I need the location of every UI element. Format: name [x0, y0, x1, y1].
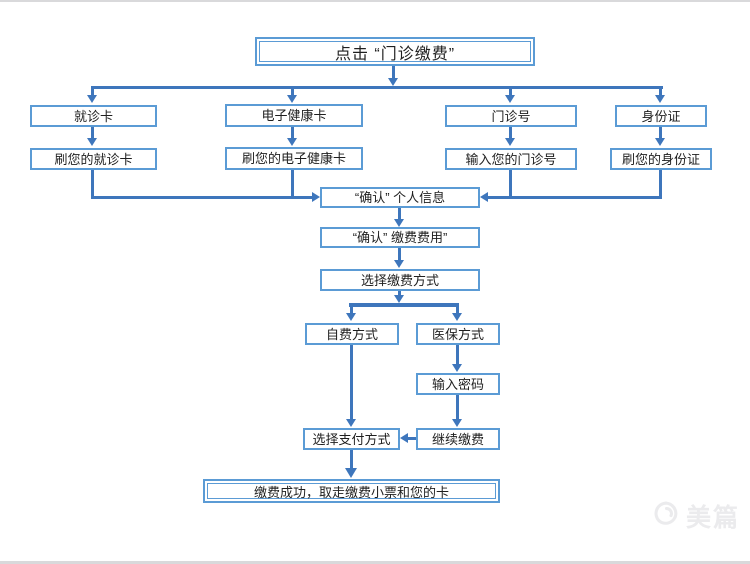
meipian-logo-icon: [653, 500, 680, 532]
arrowhead-left: [480, 192, 488, 202]
node-start-label: 点击 “门诊缴费”: [259, 41, 531, 63]
node-choose-fee-method: 选择缴费方式: [320, 269, 480, 291]
node-start: 点击 “门诊缴费”: [255, 37, 535, 66]
connector-line: [398, 291, 401, 296]
connector-line: [456, 345, 459, 365]
node-continue-pay: 继续缴费: [416, 428, 500, 450]
node-enter-password: 输入密码: [416, 373, 500, 395]
arrowhead-down: [346, 419, 356, 427]
node-swipe-id-card: 刷您的身份证: [610, 148, 712, 170]
node-ehealth-card: 电子健康卡: [225, 104, 363, 127]
node-insurance-pay: 医保方式: [416, 323, 500, 345]
connector-line: [509, 86, 512, 96]
connector-line: [91, 196, 312, 199]
arrowhead-down: [87, 138, 97, 146]
node-swipe-ehealth-card: 刷您的电子健康卡: [225, 147, 363, 170]
connector-line: [91, 127, 94, 139]
arrowhead-down: [505, 138, 515, 146]
arrowhead-down: [452, 313, 462, 321]
connector-line: [291, 86, 294, 96]
arrowhead-down: [394, 295, 404, 303]
arrowhead-down: [452, 364, 462, 372]
arrowhead-right: [312, 192, 320, 202]
connector-line: [350, 345, 353, 420]
node-finish-label: 缴费成功，取走缴费小票和您的卡: [207, 483, 496, 500]
watermark: 美篇: [653, 498, 740, 534]
node-self-pay: 自费方式: [305, 323, 399, 345]
slide-bottom-edge: [0, 561, 750, 564]
arrowhead-left: [400, 433, 408, 443]
arrowhead-down: [346, 313, 356, 321]
arrowhead-down: [287, 95, 297, 103]
connector-line: [659, 86, 662, 96]
arrowhead-down: [287, 138, 297, 146]
connector-line: [91, 86, 663, 89]
connector-line: [456, 303, 459, 313]
connector-line: [398, 208, 401, 220]
node-swipe-medical-card: 刷您的就诊卡: [30, 148, 157, 170]
arrowhead-down: [452, 419, 462, 427]
connector-line: [392, 66, 395, 79]
arrowhead-down: [388, 78, 398, 86]
connector-line: [91, 86, 94, 96]
connector-line: [350, 450, 353, 470]
connector-line: [659, 170, 662, 199]
connector-line: [291, 127, 294, 139]
connector-line: [659, 127, 662, 139]
connector-line: [509, 127, 512, 139]
node-medical-card: 就诊卡: [30, 105, 157, 127]
connector-line: [349, 303, 459, 307]
connector-line: [350, 303, 353, 313]
connector-line: [408, 437, 416, 440]
connector-line: [509, 170, 512, 199]
node-choose-payment: 选择支付方式: [303, 428, 400, 450]
connector-line: [456, 395, 459, 420]
arrowhead-down: [655, 95, 665, 103]
watermark-brand-text: 美篇: [685, 504, 740, 532]
arrowhead-down: [87, 95, 97, 103]
arrowhead-down: [345, 468, 357, 478]
connector-line: [488, 196, 662, 199]
arrowhead-down: [394, 260, 404, 268]
node-enter-outpatient-no: 输入您的门诊号: [445, 148, 577, 170]
slide-top-edge: [0, 0, 750, 2]
connector-line: [398, 248, 401, 261]
node-id-card: 身份证: [615, 105, 707, 127]
arrowhead-down: [394, 219, 404, 227]
connector-line: [291, 170, 294, 199]
node-confirm-info: “确认” 个人信息: [320, 187, 480, 208]
node-outpatient-no: 门诊号: [445, 105, 577, 127]
node-finish: 缴费成功，取走缴费小票和您的卡: [203, 479, 500, 503]
arrowhead-down: [655, 138, 665, 146]
arrowhead-down: [505, 95, 515, 103]
connector-line: [91, 170, 94, 199]
node-confirm-fee: “确认” 缴费费用”: [320, 227, 480, 248]
